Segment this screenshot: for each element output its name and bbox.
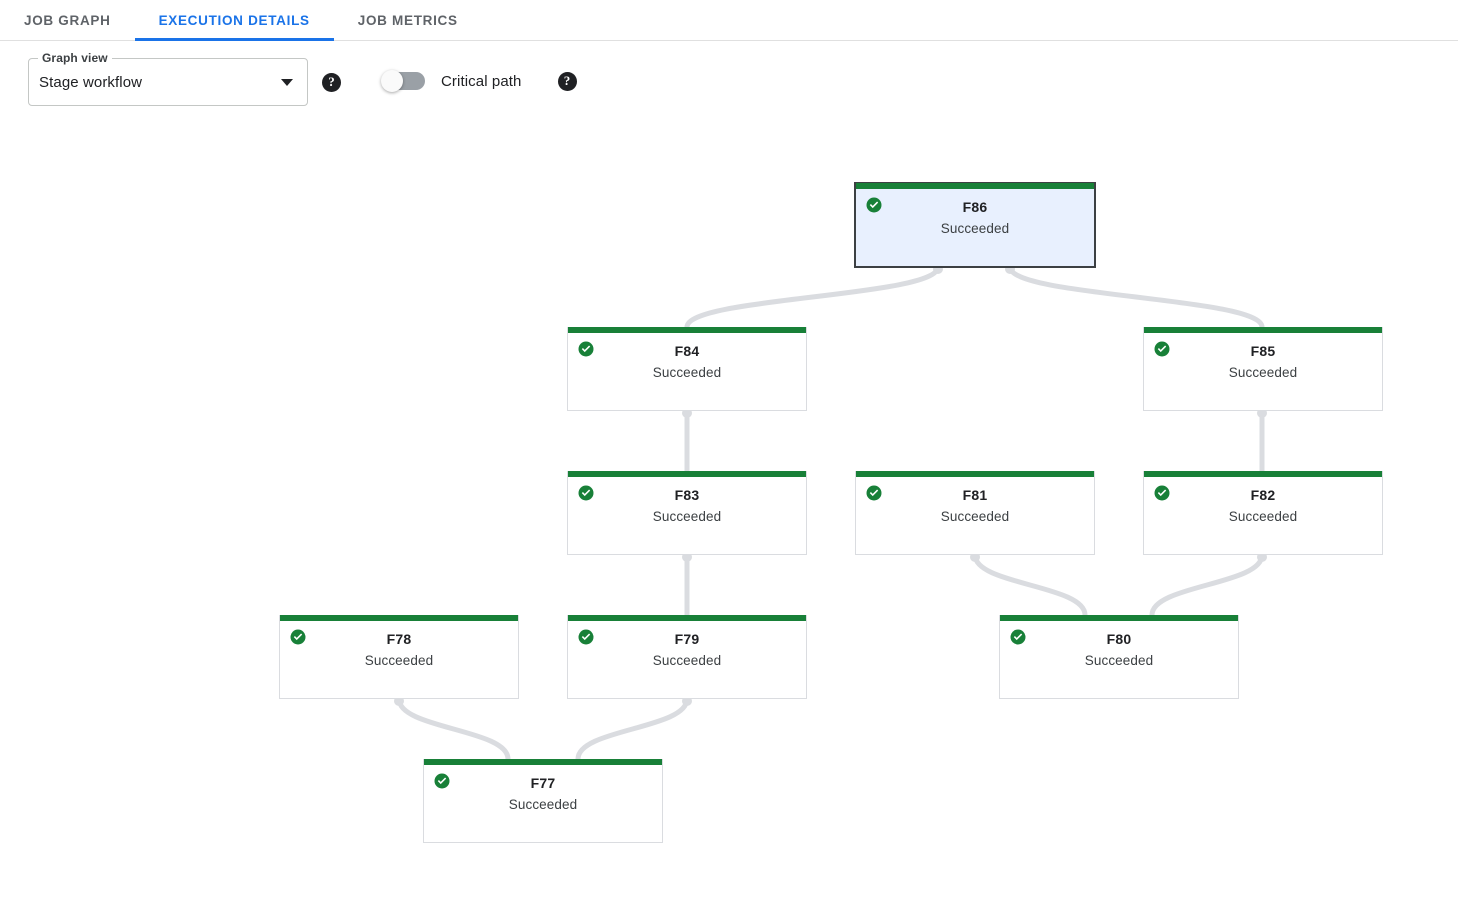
toggle-knob [381, 70, 403, 92]
graph-view-label: Graph view [38, 51, 112, 65]
node-status: Succeeded [364, 653, 434, 668]
tab-job-graph-label: JOB GRAPH [24, 12, 111, 28]
graph-edge-f78-f77 [396, 696, 511, 762]
check-circle-icon [577, 340, 595, 358]
graph-edge-f86-f84 [684, 264, 941, 330]
graph-edge-f79-f77 [575, 696, 690, 762]
check-circle-icon [577, 484, 595, 502]
check-circle-icon [434, 773, 450, 789]
tab-job-metrics-label: JOB METRICS [357, 12, 458, 28]
node-title: F86 [962, 199, 988, 215]
node-status-bar [1000, 615, 1238, 621]
check-circle-icon [1009, 628, 1027, 646]
critical-path-label: Critical path [441, 72, 522, 90]
node-status-bar [424, 759, 662, 765]
node-status: Succeeded [652, 509, 722, 524]
node-title: F79 [674, 631, 700, 647]
chevron-down-icon [281, 78, 293, 86]
node-status: Succeeded [508, 797, 578, 812]
tab-job-metrics[interactable]: JOB METRICS [334, 0, 482, 40]
node-status-bar [568, 471, 806, 477]
check-circle-icon [577, 628, 595, 646]
tab-job-graph[interactable]: JOB GRAPH [0, 0, 135, 40]
node-title: F83 [674, 487, 700, 503]
check-circle-icon [1154, 485, 1170, 501]
critical-path-help-icon[interactable]: ? [557, 71, 577, 91]
check-circle-icon [1154, 341, 1170, 357]
node-status-bar [568, 615, 806, 621]
node-status: Succeeded [652, 653, 722, 668]
node-status-bar [856, 183, 1094, 189]
node-status: Succeeded [1228, 509, 1298, 524]
check-circle-icon [1010, 629, 1026, 645]
check-circle-icon [290, 629, 306, 645]
check-circle-icon [289, 628, 307, 646]
check-circle-icon [866, 485, 882, 501]
node-status-bar [856, 471, 1094, 477]
graph-edge-f82-f80 [1149, 552, 1265, 618]
node-status: Succeeded [940, 509, 1010, 524]
check-circle-icon [578, 485, 594, 501]
node-title: F80 [1106, 631, 1132, 647]
node-status-bar [1144, 471, 1382, 477]
check-circle-icon [1153, 340, 1171, 358]
graph-view-help-icon[interactable]: ? [322, 72, 341, 92]
tab-execution-details-label: EXECUTION DETAILS [158, 12, 310, 28]
graph-view-value: Stage workflow [39, 73, 143, 91]
node-status: Succeeded [652, 365, 722, 380]
node-status: Succeeded [1084, 653, 1154, 668]
node-title: F77 [530, 775, 556, 791]
check-circle-icon [1153, 484, 1171, 502]
node-status-bar [568, 327, 806, 333]
check-circle-icon [865, 484, 883, 502]
node-title: F84 [674, 343, 700, 359]
check-circle-icon [865, 196, 883, 214]
check-circle-icon [866, 197, 882, 213]
check-circle-icon [578, 341, 594, 357]
node-status-bar [1144, 327, 1382, 333]
critical-path-toggle[interactable] [381, 70, 425, 92]
node-title: F81 [962, 487, 988, 503]
tab-execution-details[interactable]: EXECUTION DETAILS [134, 0, 334, 41]
tab-bar: JOB GRAPH EXECUTION DETAILS JOB METRICS [0, 0, 1458, 41]
node-status: Succeeded [940, 221, 1010, 236]
toolbar: Graph view Stage workflow ? Critical pat… [0, 41, 1458, 119]
critical-path-group: Critical path ? [381, 70, 577, 92]
node-title: F82 [1250, 487, 1276, 503]
node-title: F78 [386, 631, 412, 647]
graph-edge-f81-f80 [972, 552, 1088, 618]
graph-view-select[interactable]: Graph view Stage workflow [28, 51, 308, 106]
check-circle-icon [433, 772, 451, 790]
check-circle-icon [578, 629, 594, 645]
node-title: F85 [1250, 343, 1276, 359]
node-status: Succeeded [1228, 365, 1298, 380]
node-status-bar [280, 615, 518, 621]
graph-edge-f86-f85 [1007, 264, 1265, 330]
